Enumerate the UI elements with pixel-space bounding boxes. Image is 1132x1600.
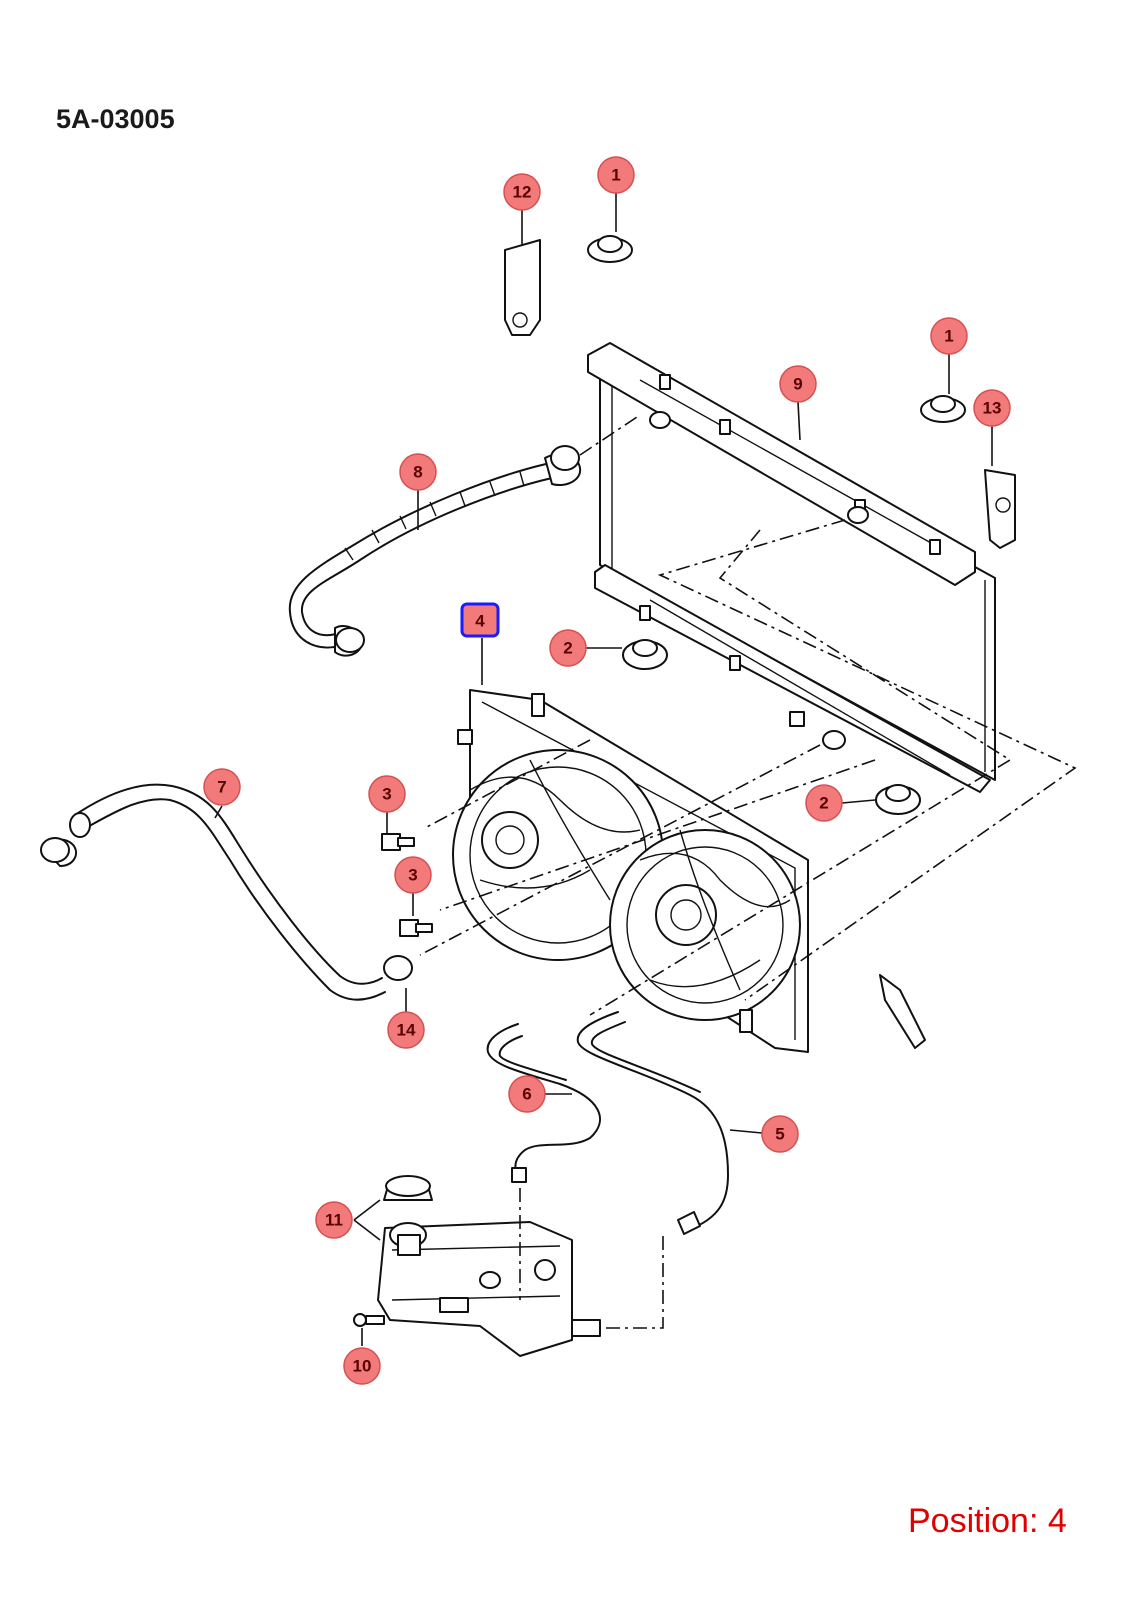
callout-label: 10 <box>353 1357 372 1376</box>
callout-2[interactable]: 2 <box>805 784 843 822</box>
callout-label: 1 <box>611 166 620 185</box>
lower-radiator-hose <box>40 783 413 1001</box>
callout-label: 8 <box>413 463 422 482</box>
callout-13[interactable]: 13 <box>973 389 1011 427</box>
reservoir-hoses <box>486 1011 729 1235</box>
callout-1[interactable]: 1 <box>597 156 635 194</box>
callout-label: 14 <box>397 1021 416 1040</box>
callout-label: 5 <box>775 1125 784 1144</box>
callout-label: 12 <box>513 183 532 202</box>
coolant-reservoir <box>377 1175 601 1357</box>
callout-label: 9 <box>793 375 802 394</box>
callout-label: 3 <box>408 866 417 885</box>
callout-5[interactable]: 5 <box>761 1115 799 1153</box>
assembly-lines <box>419 414 1077 1329</box>
fan-shroud-assembly <box>452 689 809 1053</box>
callout-2[interactable]: 2 <box>549 629 587 667</box>
callout-label: 3 <box>382 785 391 804</box>
callout-label: 13 <box>983 399 1002 418</box>
callout-14[interactable]: 14 <box>387 1011 425 1049</box>
callout-12[interactable]: 12 <box>503 173 541 211</box>
callout-1[interactable]: 1 <box>930 317 968 355</box>
callout-label: 2 <box>563 639 572 658</box>
callout-label: 6 <box>522 1085 531 1104</box>
callout-label: 7 <box>217 778 226 797</box>
hardware-parts <box>353 235 1016 1327</box>
callout-label: 11 <box>325 1211 343 1230</box>
callout-3[interactable]: 3 <box>394 856 432 894</box>
callout-8[interactable]: 8 <box>399 453 437 491</box>
upper-radiator-hose <box>288 445 582 657</box>
callout-4-selected[interactable]: 4 <box>460 602 500 638</box>
diagram-code: 5A-03005 <box>56 104 175 134</box>
callout-9[interactable]: 9 <box>779 365 817 403</box>
callout-6[interactable]: 6 <box>508 1075 546 1113</box>
callout-label: 1 <box>944 327 953 346</box>
position-label: Position: 4 <box>908 1502 1067 1540</box>
callout-3[interactable]: 3 <box>368 775 406 813</box>
radiator <box>587 342 996 793</box>
callout-label: 4 <box>475 612 485 631</box>
callout-11[interactable]: 11 <box>315 1201 353 1239</box>
callout-label: 2 <box>819 794 828 813</box>
leader-lines <box>214 193 993 1346</box>
callout-7[interactable]: 7 <box>203 768 241 806</box>
callout-10[interactable]: 10 <box>343 1347 381 1385</box>
